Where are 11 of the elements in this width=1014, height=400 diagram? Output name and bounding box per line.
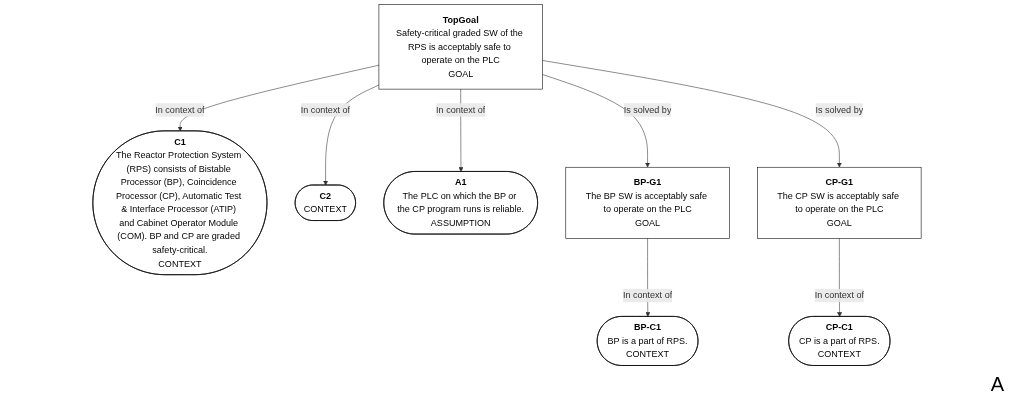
edge-label: In context of [300, 104, 350, 115]
edge-label: Is solved by [623, 104, 672, 115]
edge-label: In context of [814, 290, 864, 301]
edge-label: In context of [155, 104, 205, 115]
edge-label: In context of [436, 104, 486, 115]
node-box: BP-G1 The BP SW is acceptably safe to operate on the PLC GOAL [565, 166, 730, 239]
node-box: TopGoal Safety-critical graded SW of the RPS is acceptably safe to operate on the PLC GOAL [378, 4, 543, 90]
corner-letter: A [990, 373, 1004, 395]
node-box: CP-G1 The CP SW is acceptably safe to operate on the PLC GOAL [757, 166, 922, 239]
edge-label: Is solved by [815, 104, 864, 115]
edge-label: In context of [622, 290, 673, 301]
